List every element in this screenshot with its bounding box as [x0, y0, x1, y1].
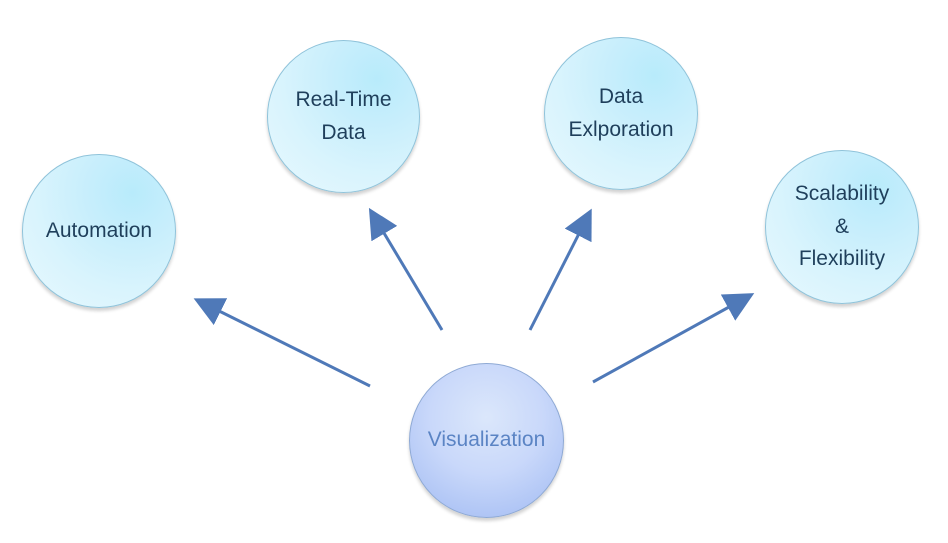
- automation-label: Automation: [45, 218, 153, 242]
- visualization-label: Visualization: [427, 428, 546, 452]
- arrow-to-data-exploration: [528, 208, 592, 331]
- visualization-node: Visualization: [409, 363, 564, 518]
- arrow-to-automation: [193, 298, 371, 388]
- real-time-data-node: Real-Time Data: [267, 40, 420, 193]
- scalability-flexibility-label: Scalability & Flexibility: [794, 182, 890, 271]
- arrow-to-scalability-flexibility: [592, 293, 755, 384]
- automation-node: Automation: [22, 154, 176, 308]
- data-exploration-node: Data Exlporation: [544, 37, 698, 190]
- data-exploration-label: Data Exlporation: [568, 84, 674, 141]
- real-time-data-label: Real-Time Data: [295, 87, 392, 144]
- scalability-flexibility-node: Scalability & Flexibility: [765, 150, 919, 304]
- arrow-to-realtime-data: [368, 207, 444, 331]
